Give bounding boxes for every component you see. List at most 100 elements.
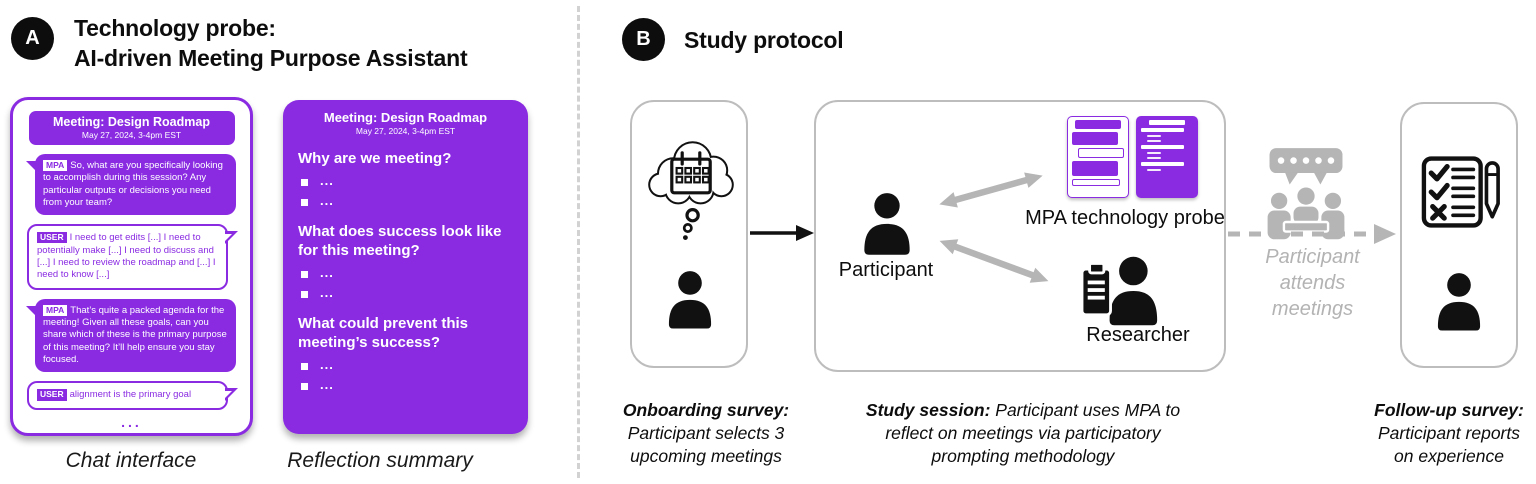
- bullet-text: ...: [320, 173, 334, 189]
- followup-caption-lead: Follow-up survey:: [1374, 400, 1524, 420]
- panel-divider: [577, 6, 580, 478]
- mpa-probe-label: MPA technology probe: [1025, 207, 1225, 229]
- mini-summary-line: [1141, 128, 1184, 132]
- participant-person-icon: [663, 268, 717, 335]
- chat-header: Meeting: Design Roadmap May 27, 2024, 3-…: [28, 111, 235, 145]
- bullet-square-icon: [301, 363, 308, 371]
- attends-text: Participant attends meetings: [1230, 244, 1395, 322]
- onboarding-box: [630, 100, 748, 368]
- bullet-square-icon: [301, 179, 308, 187]
- participant-label: Participant: [838, 259, 934, 281]
- chat-interface-card: Meeting: Design Roadmap May 27, 2024, 3-…: [10, 97, 253, 436]
- survey-checklist-icon: [1421, 154, 1501, 235]
- onboarding-caption-rest: Participant selects 3 upcoming meetings: [627, 423, 785, 466]
- mini-chat-bubble: [1072, 179, 1120, 186]
- speaker-tag: USER: [37, 389, 67, 401]
- bullet-text: ...: [320, 265, 334, 281]
- mini-summary-line: [1147, 157, 1161, 159]
- panel-a-title-line1: Technology probe:: [74, 15, 276, 41]
- summary-section: Why are we meeting? ... ...: [298, 149, 513, 209]
- mini-chat-header: [1075, 120, 1121, 129]
- summary-sections: Why are we meeting? ... ... What does su…: [298, 149, 513, 393]
- chat-ellipsis: ...: [121, 413, 142, 430]
- summary-section: What could prevent this meeting’s succes…: [298, 314, 513, 393]
- bullet-square-icon: [301, 271, 308, 279]
- summary-section: What does success look like for this mee…: [298, 222, 513, 301]
- study-session-box: [814, 100, 1226, 372]
- mini-chat-bubble: [1078, 148, 1124, 158]
- followup-caption-rest: Participant reports on experience: [1377, 423, 1520, 466]
- message-text: I need to get edits [...] I need to pote…: [37, 232, 216, 281]
- mini-summary-line: [1147, 135, 1161, 137]
- session-caption: Study session: Participant uses MPA to r…: [848, 399, 1198, 468]
- participant-person-icon: [858, 190, 916, 261]
- bullet-square-icon: [301, 291, 308, 299]
- message-text: So, what are you specifically looking to…: [43, 160, 223, 209]
- speaker-tag: MPA: [43, 304, 68, 316]
- message-text: That’s quite a packed agenda for the mee…: [43, 304, 227, 366]
- bullet-text: ...: [320, 285, 334, 301]
- participant-person-icon: [1432, 270, 1486, 337]
- summary-header: Meeting: Design Roadmap May 27, 2024, 3-…: [298, 110, 513, 136]
- message-text: alignment is the primary goal: [69, 389, 192, 401]
- panel-b-title: Study protocol: [684, 27, 844, 53]
- mini-chat-bubble: [1072, 161, 1118, 176]
- mini-chat-card: [1067, 116, 1129, 198]
- summary-bullet: ...: [301, 194, 513, 208]
- followup-box: [1400, 102, 1518, 368]
- mini-summary-line: [1147, 140, 1161, 142]
- researcher-clipboard-icon: [1078, 252, 1164, 335]
- mini-summary-line: [1147, 152, 1161, 154]
- chat-interface-caption: Chat interface: [65, 449, 197, 472]
- mini-summary-line: [1141, 145, 1184, 149]
- attends-line: attends: [1279, 272, 1346, 294]
- summary-bullets: ... ...: [298, 173, 513, 209]
- bullet-text: ...: [320, 357, 334, 373]
- summary-meeting-title: Meeting: Design Roadmap: [323, 110, 488, 125]
- reflection-summary-card: Meeting: Design Roadmap May 27, 2024, 3-…: [283, 100, 528, 434]
- flow-arrow-icon: [750, 223, 814, 248]
- summary-bullet: ...: [301, 265, 513, 281]
- panel-b-badge: B: [622, 18, 665, 61]
- calendar-thought-bubble-icon: [637, 132, 745, 249]
- summary-meeting-datetime: May 27, 2024, 3-4pm EST: [355, 126, 456, 136]
- summary-question: Why are we meeting?: [298, 150, 452, 167]
- attends-line: Participant: [1265, 246, 1360, 268]
- summary-bullet: ...: [301, 378, 513, 392]
- bullet-text: ...: [320, 193, 334, 209]
- followup-caption: Follow-up survey: Participant reports on…: [1368, 399, 1530, 468]
- onboarding-caption-lead: Onboarding survey:: [622, 400, 790, 420]
- panel-a-title: Technology probe: AI-driven Meeting Purp…: [74, 13, 468, 73]
- speaker-tag: USER: [37, 232, 67, 244]
- panel-a-title-line2: AI-driven Meeting Purpose Assistant: [74, 45, 468, 71]
- bullet-text: ...: [320, 377, 334, 393]
- session-caption-lead: Study session:: [865, 400, 991, 420]
- reflection-summary-caption: Reflection summary: [287, 449, 473, 472]
- summary-bullet: ...: [301, 173, 513, 189]
- mini-summary-card: [1136, 116, 1198, 198]
- bullet-square-icon: [301, 383, 308, 391]
- mini-summary-header: [1148, 120, 1186, 125]
- mpa-probe-thumbnail: [1067, 116, 1198, 198]
- panel-a-badge: A: [11, 17, 54, 60]
- summary-bullets: ... ...: [298, 357, 513, 393]
- chat-meeting-datetime: May 27, 2024, 3-4pm EST: [81, 130, 182, 140]
- interaction-arrows-icon: [816, 102, 1228, 379]
- speaker-tag: MPA: [43, 160, 68, 172]
- dashed-arrow-icon: [1228, 222, 1398, 251]
- summary-bullet: ...: [301, 357, 513, 373]
- summary-question: What does success look like for this mee…: [298, 222, 502, 259]
- onboarding-caption: Onboarding survey: Participant selects 3…: [608, 399, 804, 468]
- chat-meeting-title: Meeting: Design Roadmap: [53, 115, 210, 129]
- attends-line: meetings: [1271, 298, 1354, 320]
- mini-summary-line: [1141, 162, 1184, 166]
- mini-chat-bubble: [1072, 132, 1118, 145]
- summary-bullets: ... ...: [298, 265, 513, 301]
- summary-question: What could prevent this meeting’s succes…: [298, 314, 469, 351]
